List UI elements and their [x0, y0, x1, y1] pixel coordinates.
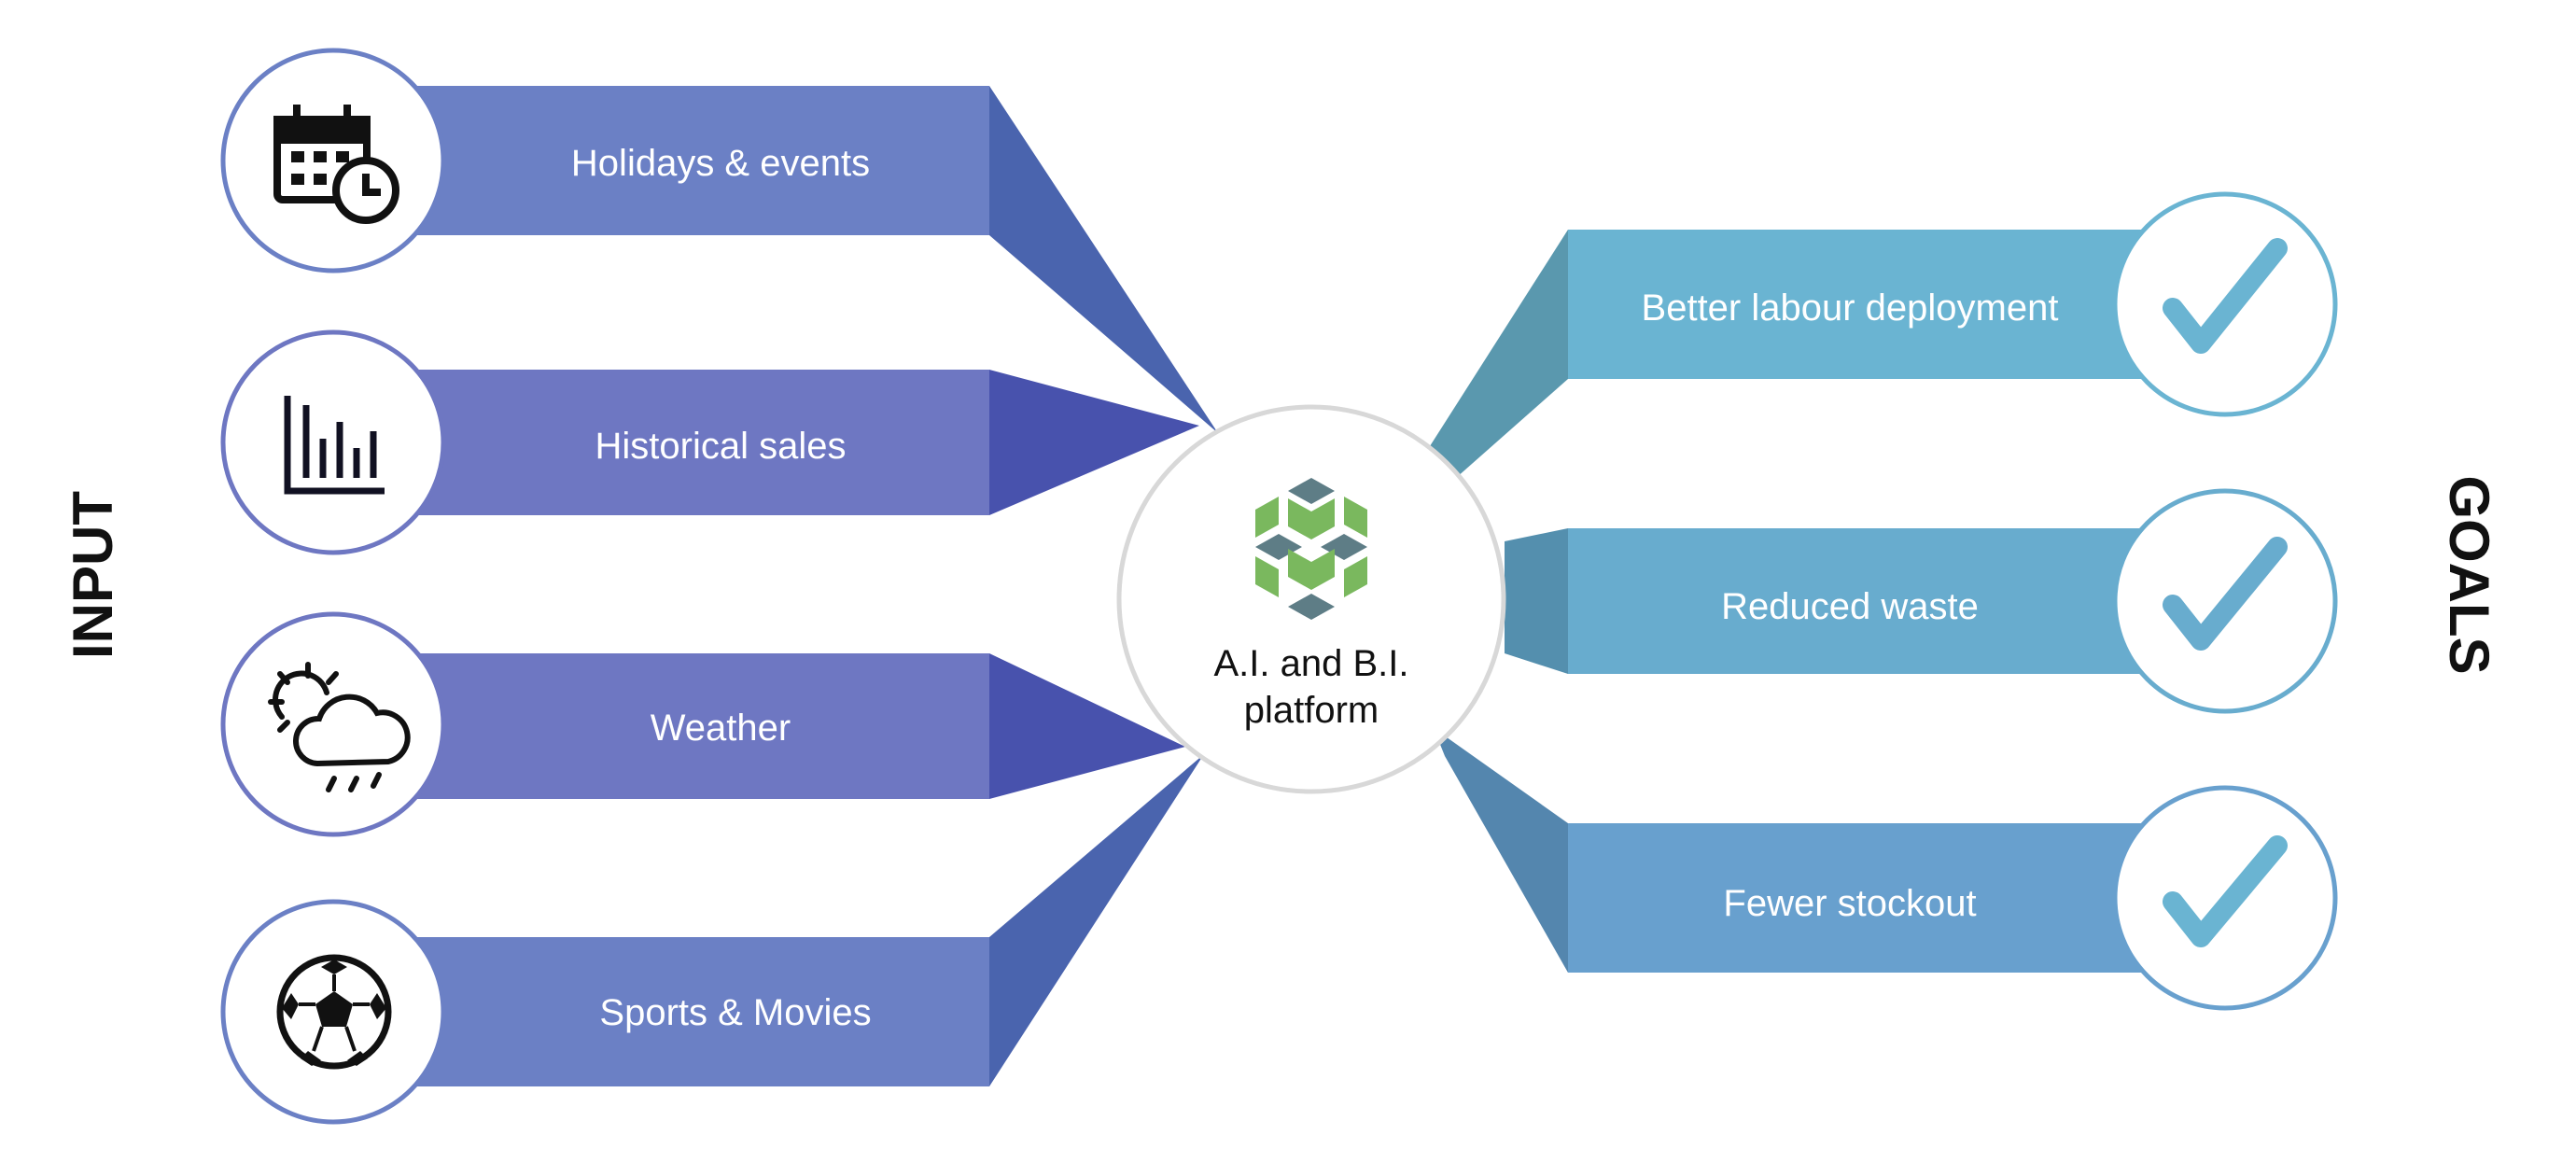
input-circle-historical-sales: [220, 329, 446, 555]
goal-label-stockout: Fewer stockout: [1723, 883, 1976, 924]
connector-historical-sales: [989, 370, 1199, 515]
calendar-clock-icon: [273, 105, 399, 224]
center-title-line1: A.I. and B.I.: [1213, 643, 1408, 684]
input-row-sports-movies: Sports & Movies: [220, 754, 1204, 1125]
goal-row-waste: Reduced waste: [1505, 488, 2338, 714]
band-sports-movies: [411, 937, 989, 1086]
connector-weather: [989, 653, 1185, 799]
band-holidays: [411, 86, 989, 235]
goal-band-labour: [1568, 230, 2165, 379]
input-row-weather: Weather: [220, 611, 1185, 837]
hexagon-cubes-logo: [1255, 478, 1367, 620]
band-historical-sales: [411, 370, 989, 515]
goal-label-waste: Reduced waste: [1721, 586, 1979, 627]
goal-row-labour: Better labour deployment: [1430, 191, 2338, 478]
bar-chart-icon: [284, 396, 385, 495]
goal-label-labour: Better labour deployment: [1642, 287, 2059, 329]
goal-row-stockout: Fewer stockout: [1434, 728, 2338, 1011]
check-icon: [2163, 238, 2288, 354]
goals-side-label: GOALS: [2438, 475, 2500, 674]
input-row-historical-sales: Historical sales: [220, 329, 1199, 555]
goal-band-stockout: [1568, 823, 2165, 973]
goal-connector-stockout: [1434, 728, 1568, 973]
sun-cloud-rain-icon: [268, 662, 411, 792]
connector-holidays: [989, 86, 1218, 433]
input-row-holidays: Holidays & events: [220, 48, 1218, 433]
connector-sports-movies: [989, 754, 1204, 1086]
input-circle-holidays: [220, 48, 446, 273]
input-label-sports-movies: Sports & Movies: [599, 992, 871, 1033]
input-side-label: INPUT: [62, 491, 124, 659]
band-weather: [411, 653, 989, 799]
input-label-historical-sales: Historical sales: [595, 426, 847, 467]
input-label-holidays: Holidays & events: [571, 143, 870, 184]
center-title-line2: platform: [1244, 690, 1379, 731]
goal-connector-labour: [1430, 230, 1568, 478]
check-icon: [2163, 537, 2288, 651]
check-icon: [2163, 835, 2288, 947]
goal-connector-waste: [1505, 528, 1568, 674]
goal-band-waste: [1568, 528, 2165, 674]
input-label-weather: Weather: [651, 708, 791, 749]
soccer-ball-icon: [276, 954, 392, 1070]
center-platform: A.I. and B.I. platform: [1116, 404, 1506, 794]
